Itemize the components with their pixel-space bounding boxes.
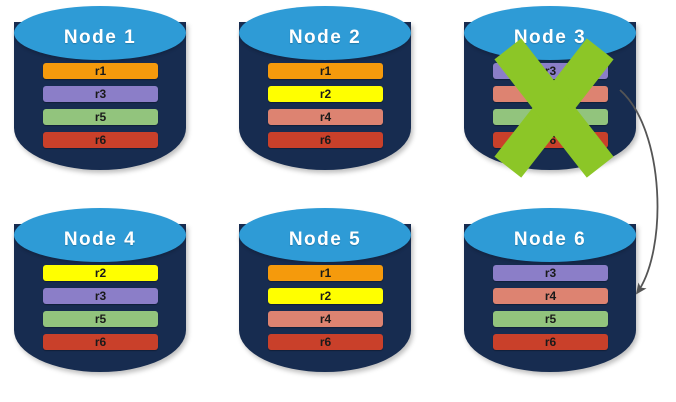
cylinder-top-ellipse bbox=[464, 208, 636, 262]
node-5[interactable]: Node 5 r1 r2 r4 r6 bbox=[225, 202, 425, 382]
replica-list: r2 r3 r5 r6 bbox=[43, 265, 158, 350]
node-title: Node 5 bbox=[288, 229, 362, 250]
replica-bar-r2[interactable]: r2 bbox=[268, 86, 383, 102]
replica-bar-r3[interactable]: r3 bbox=[493, 63, 608, 79]
replica-bar-r4[interactable]: r4 bbox=[493, 288, 608, 304]
replica-bar-r5[interactable]: r5 bbox=[43, 109, 158, 125]
replica-list: r3 r4 r5 r6 bbox=[493, 63, 608, 148]
replica-bar-r5[interactable]: r5 bbox=[493, 109, 608, 125]
replica-bar-r4[interactable]: r4 bbox=[268, 311, 383, 327]
replica-bar-r2[interactable]: r2 bbox=[268, 288, 383, 304]
node-3[interactable]: Node 3 r3 r4 r5 r6 bbox=[450, 0, 650, 180]
cylinder-top-ellipse bbox=[239, 6, 411, 60]
node-title: Node 1 bbox=[63, 27, 137, 48]
node-4[interactable]: Node 4 r2 r3 r5 r6 bbox=[0, 202, 200, 382]
cylinder-top-ellipse bbox=[239, 208, 411, 262]
replica-bar-r6[interactable]: r6 bbox=[493, 334, 608, 350]
replica-bar-r6[interactable]: r6 bbox=[43, 132, 158, 148]
node-title: Node 6 bbox=[513, 229, 587, 250]
node-1[interactable]: Node 1 r1 r3 r5 r6 bbox=[0, 0, 200, 180]
replica-list: r1 r3 r5 r6 bbox=[43, 63, 158, 148]
replica-list: r3 r4 r5 r6 bbox=[493, 265, 608, 350]
cylinder-top-ellipse bbox=[14, 6, 186, 60]
replica-bar-r4[interactable]: r4 bbox=[493, 86, 608, 102]
replica-bar-r6[interactable]: r6 bbox=[268, 334, 383, 350]
node-title: Node 3 bbox=[513, 27, 587, 48]
replica-bar-r3[interactable]: r3 bbox=[43, 288, 158, 304]
node-title: Node 4 bbox=[63, 229, 137, 250]
replica-bar-r5[interactable]: r5 bbox=[493, 311, 608, 327]
replica-list: r1 r2 r4 r6 bbox=[268, 63, 383, 148]
cylinder-top-ellipse bbox=[14, 208, 186, 262]
replica-bar-r1[interactable]: r1 bbox=[268, 63, 383, 79]
node-2[interactable]: Node 2 r1 r2 r4 r6 bbox=[225, 0, 425, 180]
replica-list: r1 r2 r4 r6 bbox=[268, 265, 383, 350]
node-title: Node 2 bbox=[288, 27, 362, 48]
replica-bar-r4[interactable]: r4 bbox=[268, 109, 383, 125]
node-6[interactable]: Node 6 r3 r4 r5 r6 bbox=[450, 202, 650, 382]
replica-bar-r1[interactable]: r1 bbox=[43, 63, 158, 79]
replica-bar-r2[interactable]: r2 bbox=[43, 265, 158, 281]
replica-bar-r6[interactable]: r6 bbox=[43, 334, 158, 350]
replica-bar-r6[interactable]: r6 bbox=[268, 132, 383, 148]
replica-bar-r6[interactable]: r6 bbox=[493, 132, 608, 148]
replica-bar-r5[interactable]: r5 bbox=[43, 311, 158, 327]
replica-bar-r1[interactable]: r1 bbox=[268, 265, 383, 281]
replica-bar-r3[interactable]: r3 bbox=[493, 265, 608, 281]
replica-bar-r3[interactable]: r3 bbox=[43, 86, 158, 102]
